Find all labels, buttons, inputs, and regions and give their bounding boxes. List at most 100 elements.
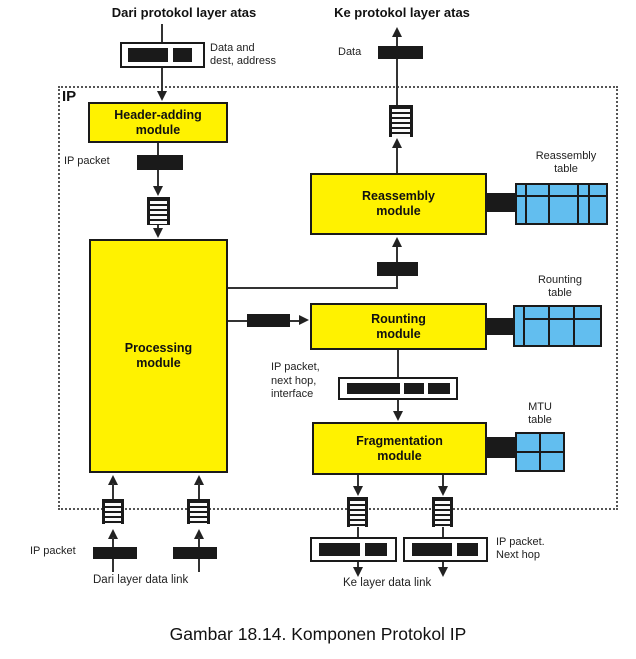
table-connector: [487, 318, 513, 335]
table-line: [517, 451, 563, 453]
queue-icon: [389, 105, 413, 137]
table-line: [523, 307, 525, 345]
arrow-up-icon: [392, 27, 402, 37]
packet-bar: [377, 262, 418, 276]
packet-icon-data-dest: [120, 42, 205, 68]
arrow-down-icon: [153, 186, 163, 196]
table-line: [548, 185, 550, 223]
ip-packet-label-bottom: IP packet: [30, 545, 76, 557]
table-line: [548, 307, 550, 345]
flow-line: [396, 275, 398, 288]
flow-line: [396, 59, 398, 105]
processing-module: Processing module: [89, 239, 228, 473]
flow-line: [198, 483, 200, 499]
packet-segment: [319, 543, 360, 556]
flow-line: [442, 527, 444, 537]
arrow-down-icon: [353, 567, 363, 577]
queue-icon: [347, 497, 368, 527]
arrow-up-icon: [108, 529, 118, 539]
table-line: [588, 185, 590, 223]
arrow-up-icon: [108, 475, 118, 485]
flow-line: [442, 562, 444, 569]
rounting-module: Rounting module: [310, 303, 487, 350]
rounting-table-label: Rounting table: [537, 274, 583, 299]
to-upper-layer-label: Ke protokol layer atas: [334, 5, 470, 20]
flow-line: [396, 145, 398, 173]
arrow-up-icon: [194, 529, 204, 539]
packet-bar: [378, 46, 423, 59]
packet-segment: [347, 383, 400, 394]
mtu-table-icon: [515, 432, 565, 472]
flow-line: [157, 170, 159, 188]
reassembly-table-icon: [515, 183, 608, 225]
flow-line: [357, 562, 359, 569]
queue-icon: [147, 197, 170, 225]
flow-line: [357, 475, 359, 488]
mtu-table-label: MTU table: [528, 401, 552, 426]
flow-line: [161, 24, 163, 42]
packet-icon-next-hop: [338, 377, 458, 400]
from-upper-layer-label: Dari protokol layer atas: [111, 5, 257, 20]
data-label: Data: [338, 46, 362, 58]
flow-line: [396, 35, 398, 46]
to-data-link-label: Ke layer data link: [343, 577, 432, 589]
flow-line: [112, 537, 114, 547]
flow-line: [198, 559, 200, 572]
reassembly-module: Reassembly module: [310, 173, 487, 235]
ip-packet-label-top: IP packet: [64, 155, 110, 167]
arrow-up-icon: [392, 138, 402, 148]
table-connector: [487, 437, 515, 458]
arrow-up-icon: [392, 237, 402, 247]
flow-line: [228, 320, 248, 322]
arrow-down-icon: [393, 411, 403, 421]
flow-line: [290, 320, 300, 322]
packet-bar: [137, 155, 183, 170]
queue-icon: [432, 497, 453, 527]
packet-segment: [365, 543, 387, 556]
table-line: [525, 185, 527, 223]
arrow-up-icon: [194, 475, 204, 485]
data-and-dest-label: Data and dest, address: [210, 42, 277, 67]
fragmentation-module: Fragmentation module: [312, 422, 487, 475]
packet-segment: [404, 383, 424, 394]
packet-segment: [128, 48, 168, 62]
flow-line: [357, 527, 359, 537]
flow-line: [112, 559, 114, 572]
arrow-right-icon: [299, 315, 309, 325]
packet-segment: [412, 543, 452, 556]
queue-icon: [102, 499, 124, 524]
flow-line: [397, 400, 399, 413]
table-line: [523, 318, 600, 320]
flow-line: [198, 537, 200, 547]
figure-caption: Gambar 18.14. Komponen Protokol IP: [169, 624, 467, 644]
packet-segment: [428, 383, 450, 394]
ip-packet-next-hop-interface-label: IP packet, next hop, interface: [271, 361, 320, 400]
packet-bar: [93, 547, 137, 559]
table-connector: [487, 193, 515, 212]
arrow-down-icon: [438, 567, 448, 577]
packet-icon-out-right: [403, 537, 488, 562]
flow-line: [396, 245, 398, 262]
flow-line: [157, 143, 159, 155]
table-line: [573, 307, 575, 345]
ip-boundary-label: IP: [62, 88, 77, 105]
packet-icon-out-left: [310, 537, 397, 562]
flow-line: [228, 287, 398, 289]
flow-line: [161, 68, 163, 93]
flow-line: [112, 483, 114, 499]
header-adding-module: Header-adding module: [88, 102, 228, 143]
packet-segment: [173, 48, 192, 62]
table-line: [577, 185, 579, 223]
arrow-down-icon: [353, 486, 363, 496]
packet-bar: [247, 314, 290, 327]
packet-segment: [457, 543, 478, 556]
ip-packet-next-hop-label: IP packet. Next hop: [496, 536, 545, 561]
reassembly-table-label: Reassembly table: [535, 150, 597, 175]
table-line: [517, 195, 606, 197]
flow-line: [442, 475, 444, 488]
ip-dashed-boundary: [58, 86, 618, 510]
arrow-down-icon: [157, 91, 167, 101]
arrow-down-icon: [153, 228, 163, 238]
rounting-table-icon: [513, 305, 602, 347]
packet-bar: [173, 547, 217, 559]
